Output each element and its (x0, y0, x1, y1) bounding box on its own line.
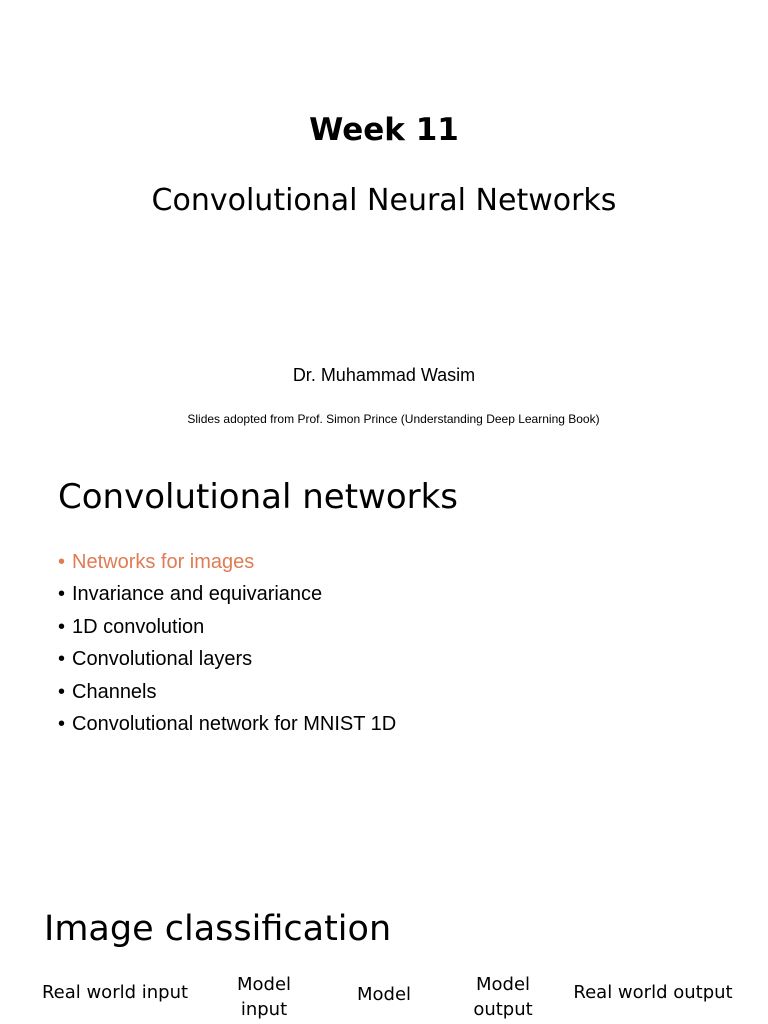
outline-item: • Networks for images (58, 546, 396, 578)
outline-item-label: Invariance and equivariance (72, 583, 323, 606)
outline-item: • Channels (58, 676, 396, 708)
outline-title: Convolutional networks (58, 477, 459, 517)
outline-item-label: Channels (72, 680, 157, 703)
outline-item: • Convolutional network for MNIST 1D (58, 708, 396, 740)
author-name: Dr. Muhammad Wasim (292, 365, 476, 385)
pipeline-stage-line: Model (475, 974, 531, 995)
lecture-subtitle: Convolutional Neural Networks (151, 183, 617, 218)
pipeline-stage-line: Model (236, 974, 292, 995)
outline-list: • Networks for images • Invariance and equ… (58, 546, 396, 740)
pipeline-stage-line: Real world input (41, 982, 189, 1003)
bullet-icon: • (58, 712, 66, 735)
pipeline-stage-real-world-input: Real world input (34, 980, 196, 1005)
pipeline-stage-model: Model (344, 982, 424, 1007)
slide-credit: Slides adopted from Prof. Simon Prince (… (187, 412, 600, 426)
pipeline-stage-model-output: Model output (463, 972, 543, 1022)
outline-item-label: Networks for images (72, 551, 255, 573)
classification-title: Image classification (44, 909, 392, 949)
outline-item: • Invariance and equivariance (58, 578, 396, 610)
bullet-icon: • (58, 615, 66, 638)
pipeline-stage-real-world-output: Real world output (566, 980, 740, 1005)
bullet-icon: • (58, 648, 66, 671)
pipeline-stage-line: Real world output (573, 982, 733, 1003)
outline-item: • Convolutional layers (58, 643, 396, 675)
outline-item-label: 1D convolution (72, 615, 205, 638)
outline-item-label: Convolutional layers (72, 648, 253, 671)
bullet-icon: • (58, 551, 66, 573)
outline-item: • 1D convolution (58, 611, 396, 643)
bullet-icon: • (58, 680, 66, 703)
pipeline-stage-line: output (473, 999, 533, 1020)
week-title: Week 11 (309, 112, 459, 148)
pipeline-stage-line: Model (356, 984, 412, 1005)
pipeline-stage-line: input (240, 999, 288, 1020)
pipeline-stage-model-input: Model input (224, 972, 304, 1022)
outline-item-label: Convolutional network for MNIST 1D (72, 712, 397, 735)
bullet-icon: • (58, 583, 66, 606)
